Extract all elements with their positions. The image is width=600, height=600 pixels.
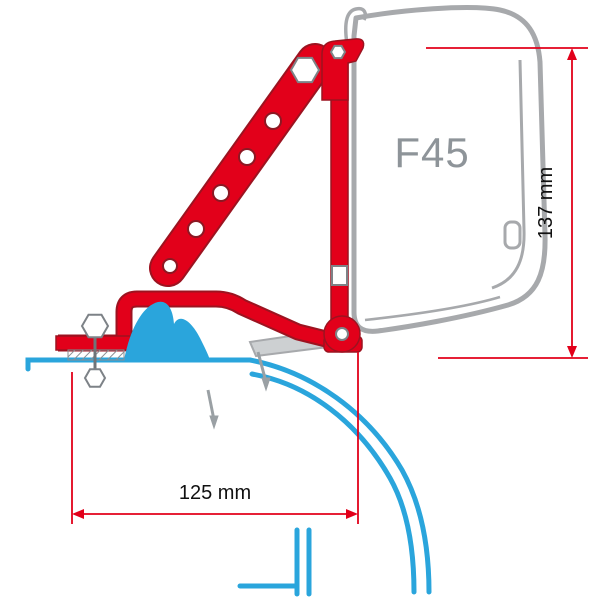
roof-bolt-assembly xyxy=(67,313,125,388)
awning-case: F45 xyxy=(343,5,548,334)
bracket-band xyxy=(58,292,336,350)
hex-nut-icon xyxy=(329,44,347,60)
screw-icon xyxy=(206,389,219,430)
slider-bolt xyxy=(331,265,348,286)
screw-icon xyxy=(256,351,271,392)
roof-line xyxy=(25,357,253,372)
arm-hole xyxy=(162,258,178,274)
arm-hole xyxy=(238,148,256,166)
awning-model-label: F45 xyxy=(394,129,469,176)
clamp-pivot-hole xyxy=(335,327,349,341)
body-curve-inner xyxy=(249,371,417,595)
hex-bolt-head-icon xyxy=(80,313,110,339)
arm-hole xyxy=(264,112,282,130)
arrow-down-icon xyxy=(567,346,577,358)
arrow-up-icon xyxy=(567,48,577,60)
dimension-width: 125 mm xyxy=(71,352,359,524)
case-bottom-seam xyxy=(364,295,501,322)
dimension-height: 137 mm xyxy=(426,47,588,359)
arrow-left-icon xyxy=(72,509,84,519)
diagonal-arm xyxy=(151,45,332,285)
case-seam xyxy=(491,59,526,290)
body-curve-outer xyxy=(247,357,432,595)
case-end-cap xyxy=(503,220,522,250)
arm-hole xyxy=(187,220,205,238)
hex-nut-icon xyxy=(83,368,107,388)
arm-hole xyxy=(212,184,230,202)
height-dimension-label: 137 mm xyxy=(535,167,557,239)
roof-profile xyxy=(25,357,432,597)
adapter-bracket xyxy=(55,38,365,353)
mounting-hook xyxy=(343,6,368,45)
hex-bolt-icon xyxy=(289,56,321,84)
arrow-right-icon xyxy=(346,509,358,519)
awning-case-outline xyxy=(351,5,548,334)
roof-seam-bump xyxy=(124,301,210,360)
width-dimension-label: 125 mm xyxy=(179,482,251,504)
